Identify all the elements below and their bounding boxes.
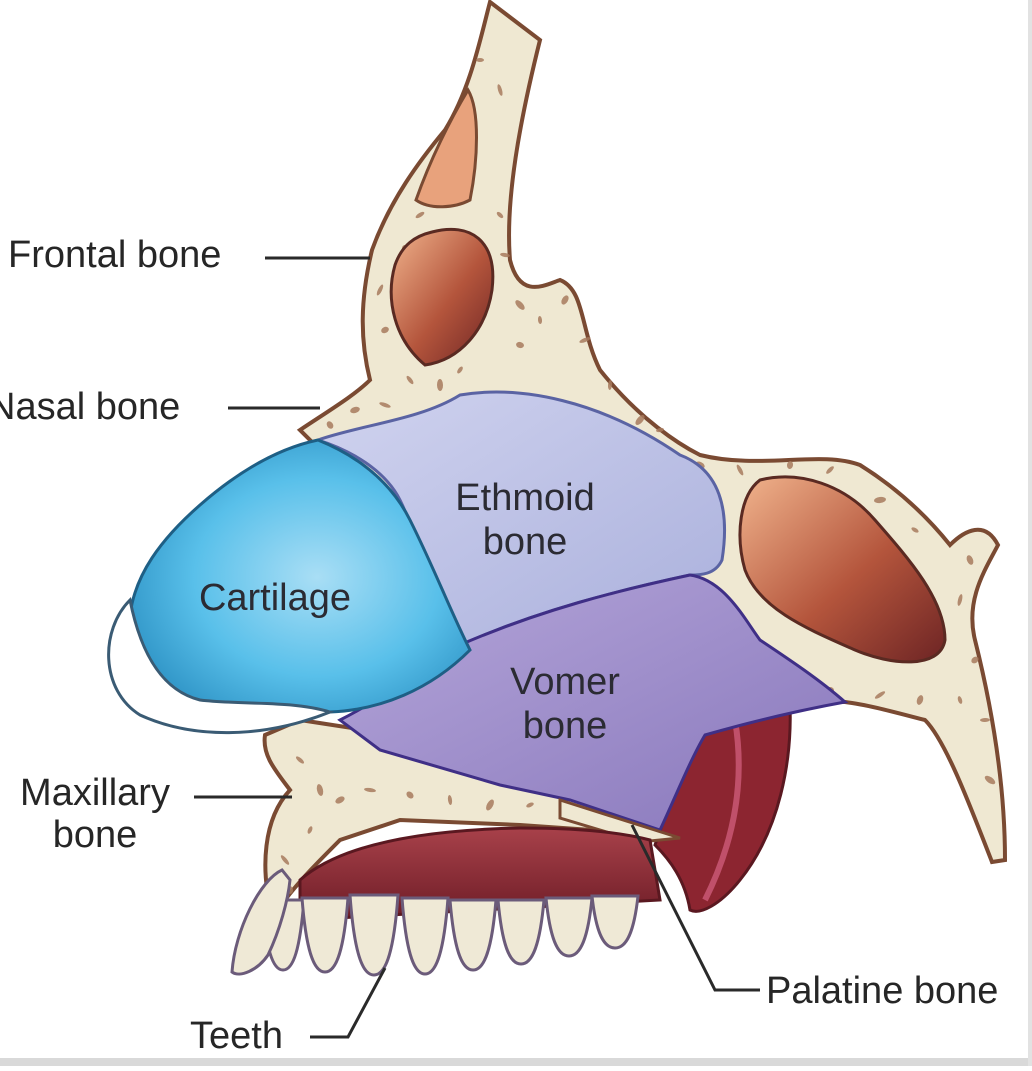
bone-spot (736, 464, 744, 476)
label-frontal-bone: Frontal bone (8, 234, 222, 276)
label-teeth: Teeth (190, 1015, 283, 1057)
bone-spot (579, 337, 591, 343)
bone-spot (607, 380, 613, 390)
teeth-leader (310, 967, 387, 1039)
bone-spot (957, 594, 963, 606)
palatine-bone-leader (630, 824, 760, 992)
bone-spot (911, 527, 919, 533)
bone-spot (496, 211, 504, 219)
bone-spot (786, 461, 794, 469)
leader-lines (194, 256, 760, 1039)
label-ethmoid-bone: Ethmoid bone (420, 476, 630, 564)
label-vomer-line2: bone (522, 705, 608, 747)
bone-spot (980, 717, 990, 723)
bone-spot (350, 406, 360, 414)
bone-spot (447, 795, 453, 805)
nostril-outline (107, 596, 335, 735)
bone-spot (379, 402, 391, 408)
bone-spot (966, 555, 974, 565)
bone-spot (874, 691, 886, 699)
label-cartilage: Cartilage (198, 577, 352, 619)
frame-bottom-border (0, 1058, 1032, 1066)
bone-spot (295, 756, 305, 764)
label-vomer-line1: Vomer (510, 661, 620, 703)
bone-spot (526, 802, 534, 808)
bone-spot (916, 695, 924, 705)
bone-spot (486, 799, 494, 811)
bone-spot (635, 415, 645, 425)
bone-spot (656, 427, 664, 433)
bone-spot (476, 58, 484, 62)
bone-spot (415, 211, 425, 219)
label-maxillary-bone: Maxillary bone (6, 772, 184, 856)
bone-spot (515, 300, 525, 310)
bone-spot (826, 466, 834, 474)
bone-spot (984, 775, 996, 785)
frame-right-border (1028, 0, 1032, 1066)
label-nasal-bone: Nasal bone (0, 386, 181, 428)
tooth (448, 898, 498, 972)
bone-spot (316, 784, 324, 796)
bone-spot (874, 496, 886, 504)
bone-spot (971, 656, 979, 664)
bone-spot (326, 421, 334, 429)
bone-spot (307, 826, 313, 834)
label-maxillary-line1: Maxillary (20, 772, 170, 814)
label-maxillary-line2: bone (52, 814, 138, 856)
bone-spot (280, 855, 290, 865)
bone-spot (457, 366, 463, 374)
bone-spot (376, 284, 384, 296)
bone-spot (561, 295, 569, 305)
bone-spot (500, 252, 510, 258)
bone-spot (335, 796, 345, 804)
tissue-highlight (702, 719, 742, 902)
label-ethmoid-line2: bone (482, 521, 568, 563)
bone-spot (406, 791, 414, 799)
tooth (348, 893, 400, 977)
tooth (400, 896, 450, 976)
bone-spot (381, 326, 389, 334)
bone-spot (497, 84, 503, 96)
vomer-bone-shape (337, 573, 849, 832)
label-vomer-bone: Vomer bone (470, 660, 660, 748)
tooth (590, 894, 640, 950)
upper-frontal-sinus (414, 87, 478, 209)
bone-spot (516, 341, 524, 349)
bone-spot (364, 787, 376, 793)
bone-spot (406, 375, 414, 385)
sphenoid-sinus (738, 475, 947, 664)
teeth-row (260, 893, 640, 977)
frontal-sinus (389, 227, 495, 367)
tooth (496, 898, 546, 966)
label-palatine-bone: Palatine bone (766, 970, 999, 1012)
bone-spot (957, 696, 963, 704)
tooth (544, 896, 594, 958)
label-ethmoid-line1: Ethmoid (455, 477, 595, 519)
bone-spot (537, 316, 543, 324)
front-incisor (230, 868, 292, 976)
bone-spot (436, 379, 444, 391)
tooth (300, 896, 350, 974)
